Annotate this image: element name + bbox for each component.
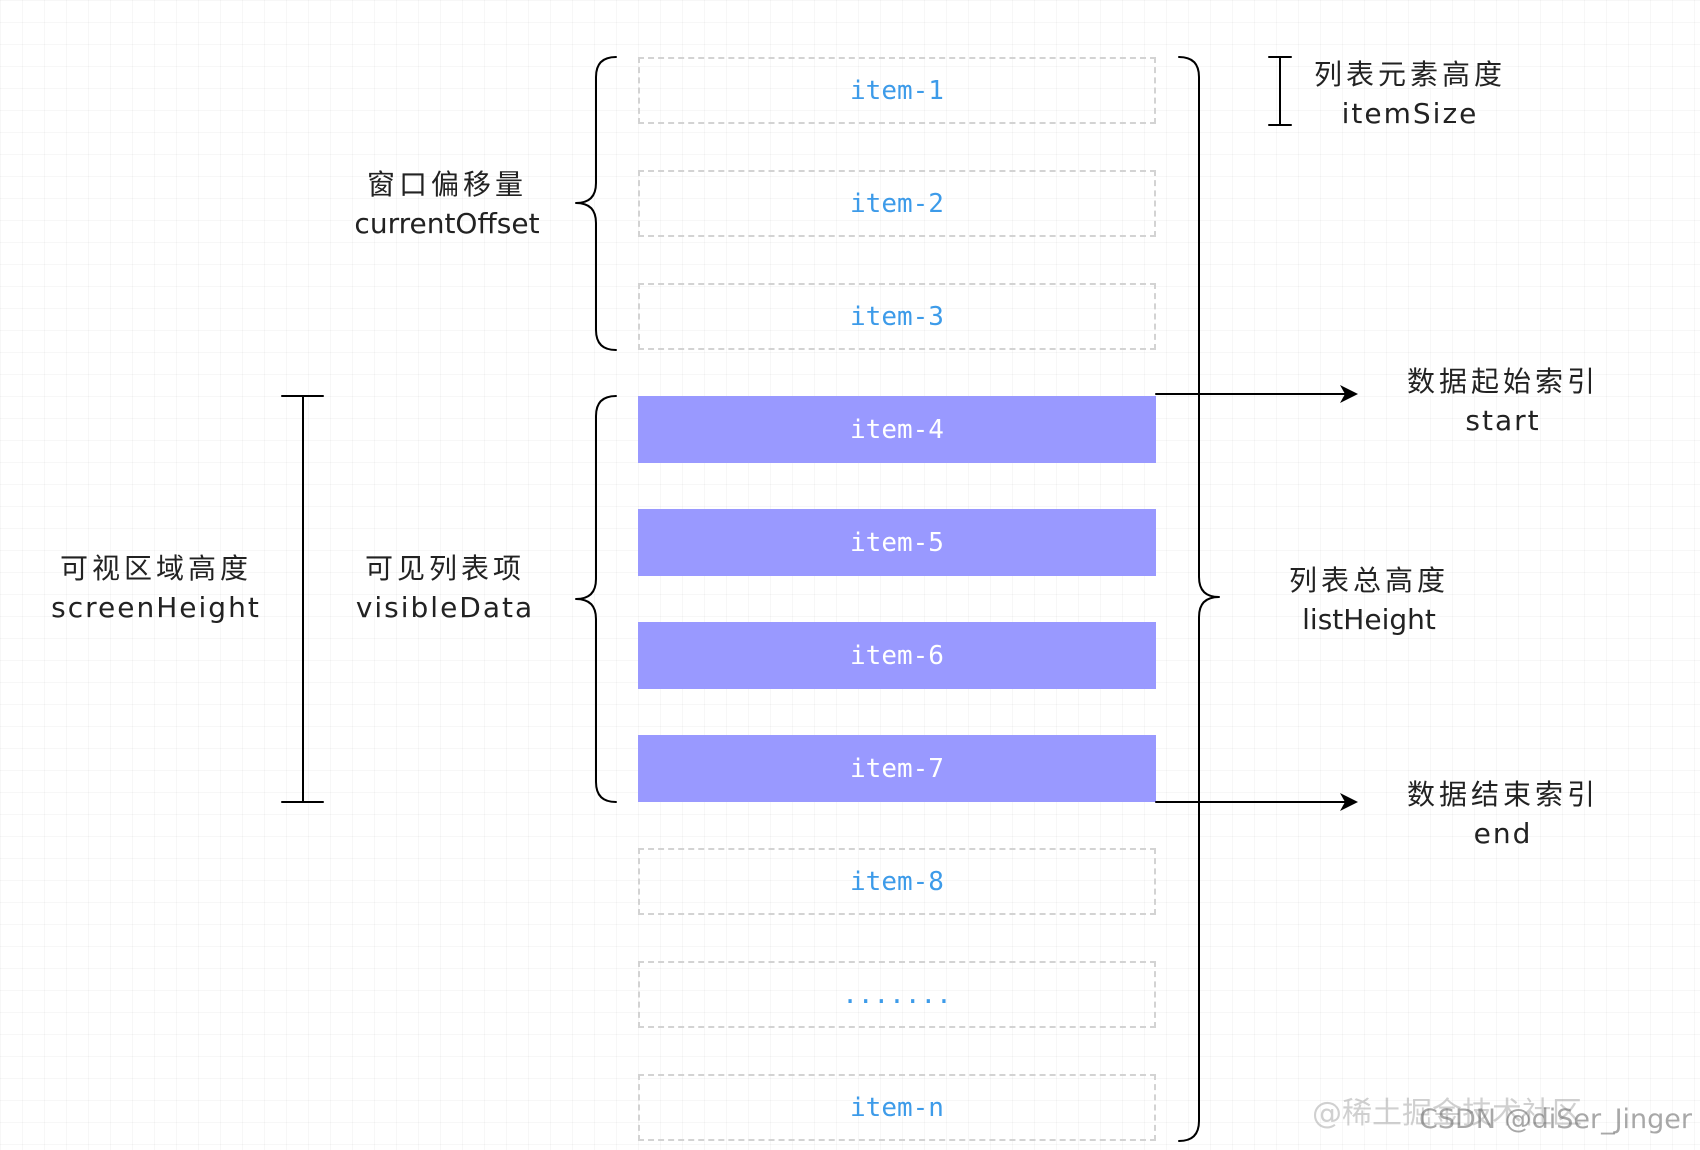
list-item-label: item-2 xyxy=(850,188,944,219)
visible-list-item: item-6 xyxy=(638,622,1156,689)
visible-list-item: item-4 xyxy=(638,396,1156,463)
start-arrow-head xyxy=(1340,385,1358,403)
watermark-secondary: CSDN @diSer_Jinger xyxy=(1419,1104,1692,1135)
current-offset-label: 窗口偏移量 currentOffset xyxy=(317,165,577,243)
visible-list-item: item-7 xyxy=(638,735,1156,802)
list-item: item-n xyxy=(638,1074,1156,1141)
current-offset-label-zh: 窗口偏移量 xyxy=(366,168,527,201)
list-height-brace xyxy=(1178,56,1220,1142)
end-label: 数据结束索引 end xyxy=(1383,775,1623,853)
visible-data-label-zh: 可见列表项 xyxy=(364,552,525,585)
list-item-label: item-6 xyxy=(850,640,944,671)
visible-list-item: item-5 xyxy=(638,509,1156,576)
list-height-label-en: listHeight xyxy=(1302,603,1436,636)
watermark-primary: @稀土掘金技术社区 xyxy=(1312,1096,1582,1131)
list-height-label: 列表总高度 listHeight xyxy=(1259,561,1479,639)
list-item-label: item-n xyxy=(850,1092,944,1123)
end-arrow-head xyxy=(1340,793,1358,811)
current-offset-brace xyxy=(575,56,617,351)
visible-data-label: 可见列表项 visibleData xyxy=(325,549,565,627)
start-label-zh: 数据起始索引 xyxy=(1406,365,1599,398)
end-label-zh: 数据结束索引 xyxy=(1406,778,1599,811)
visible-data-label-en: visibleData xyxy=(355,591,535,624)
screen-height-label-en: screenHeight xyxy=(51,591,261,624)
visible-data-brace xyxy=(575,395,617,803)
list-item-label: item-8 xyxy=(850,866,944,897)
item-size-label: 列表元素高度 itemSize xyxy=(1290,55,1530,133)
list-item: item-8 xyxy=(638,848,1156,915)
list-item-ellipsis: ....... xyxy=(638,961,1156,1028)
list-item-label: item-4 xyxy=(850,414,944,445)
item-size-label-en: itemSize xyxy=(1341,97,1479,130)
item-size-bar xyxy=(1268,56,1292,126)
list-item: item-1 xyxy=(638,57,1156,124)
list-item-label: item-1 xyxy=(850,75,944,106)
list-item-label: ....... xyxy=(842,979,952,1010)
item-size-label-zh: 列表元素高度 xyxy=(1313,58,1506,91)
list-item: item-2 xyxy=(638,170,1156,237)
list-item-label: item-5 xyxy=(850,527,944,558)
current-offset-label-en: currentOffset xyxy=(354,207,540,240)
list-item-label: item-7 xyxy=(850,753,944,784)
screen-height-label-zh: 可视区域高度 xyxy=(59,552,252,585)
list-item-label: item-3 xyxy=(850,301,944,332)
list-height-label-zh: 列表总高度 xyxy=(1288,564,1449,597)
screen-height-label: 可视区域高度 screenHeight xyxy=(16,549,296,627)
end-label-en: end xyxy=(1473,817,1533,850)
start-label: 数据起始索引 start xyxy=(1383,362,1623,440)
list-item: item-3 xyxy=(638,283,1156,350)
start-label-en: start xyxy=(1465,404,1541,437)
